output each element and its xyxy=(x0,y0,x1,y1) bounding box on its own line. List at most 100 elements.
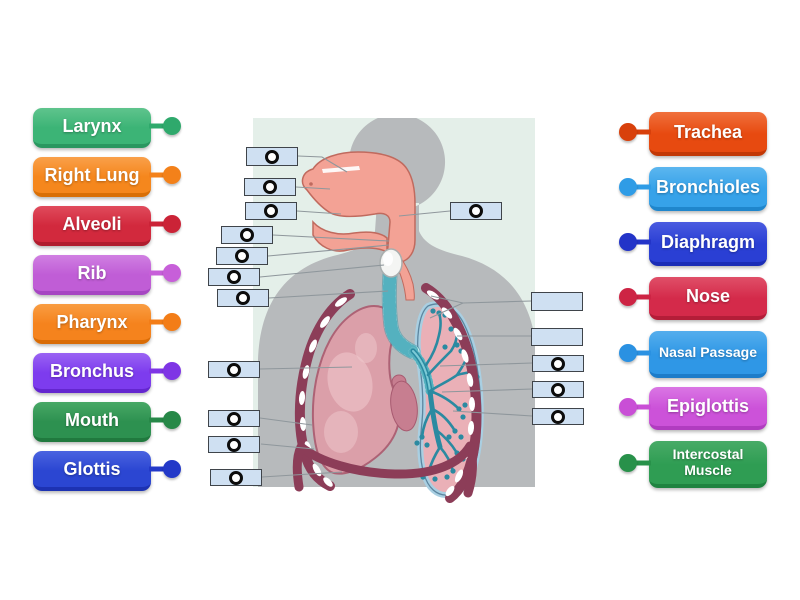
label-bronchioles[interactable]: Bronchioles xyxy=(619,167,767,211)
leader-line xyxy=(259,366,353,370)
leader-line xyxy=(398,210,451,217)
drop-zone-5[interactable] xyxy=(216,247,268,265)
connector-stem xyxy=(635,460,651,465)
drop-zone-11[interactable] xyxy=(208,436,260,453)
connector-dot xyxy=(163,264,181,282)
label-trachea[interactable]: Trachea xyxy=(619,112,767,156)
label-text: Right Lung xyxy=(44,164,140,185)
drop-zone-2[interactable] xyxy=(244,178,296,196)
drop-zone-3[interactable] xyxy=(245,202,297,220)
drop-zone-10[interactable] xyxy=(208,410,260,427)
label-intercostal-muscle[interactable]: Intercostal Muscle xyxy=(619,441,767,488)
label-text: Bronchus xyxy=(49,360,134,381)
nasal-cavity-shape xyxy=(301,151,416,263)
lung-texture xyxy=(355,333,377,363)
leader-line xyxy=(441,388,533,393)
connector-dot xyxy=(163,362,181,380)
hotspot-circle xyxy=(263,180,277,194)
leader-line xyxy=(259,417,313,426)
label-glottis[interactable]: Glottis xyxy=(33,451,181,491)
drop-zone-6[interactable] xyxy=(208,268,260,286)
hotspot-circle xyxy=(469,204,483,218)
label-text: Epiglottis xyxy=(667,396,749,417)
leader-line xyxy=(259,264,385,278)
connector-stem xyxy=(635,404,651,409)
drop-zone-7[interactable] xyxy=(217,289,269,307)
label-rib[interactable]: Rib xyxy=(33,255,181,295)
connector-stem xyxy=(149,270,165,276)
connector-dot xyxy=(163,460,181,478)
leader-line xyxy=(439,362,533,367)
connector-dot xyxy=(163,215,181,233)
label-nasal-passage[interactable]: Nasal Passage xyxy=(619,331,767,378)
connector-dot xyxy=(163,313,181,331)
label-text: Diaphragm xyxy=(660,231,756,252)
drop-zone-14[interactable] xyxy=(531,328,583,346)
connector-dot xyxy=(619,178,637,196)
label-alveoli[interactable]: Alveoli xyxy=(33,206,181,246)
leader-lines xyxy=(259,155,533,478)
label-pharynx[interactable]: Pharynx xyxy=(33,304,181,344)
heart xyxy=(390,374,418,432)
hotspot-circle xyxy=(227,437,241,452)
connector-stem xyxy=(635,129,651,135)
connector-stem xyxy=(635,350,651,355)
nasal-passage-slit xyxy=(322,166,360,173)
label-right-lung[interactable]: Right Lung xyxy=(33,157,181,197)
drop-zone-8[interactable] xyxy=(450,202,502,220)
connector-stem xyxy=(149,123,165,129)
connector-dot xyxy=(619,123,637,141)
leader-line xyxy=(260,443,315,450)
drop-zone-16[interactable] xyxy=(532,381,584,398)
connector-stem xyxy=(149,221,165,227)
label-epiglottis[interactable]: Epiglottis xyxy=(619,387,767,430)
leader-line xyxy=(295,186,331,190)
connector-stem xyxy=(149,172,165,178)
label-text: Pharynx xyxy=(56,311,128,332)
drop-zone-15[interactable] xyxy=(532,355,584,372)
hotspot-circle xyxy=(235,249,249,263)
hotspot-circle xyxy=(265,149,279,164)
connector-dot xyxy=(619,287,637,306)
hotspot-circle xyxy=(227,270,241,284)
label-diaphragm[interactable]: Diaphragm xyxy=(619,222,767,266)
label-larynx[interactable]: Larynx xyxy=(33,108,181,148)
hotspot-circle xyxy=(240,228,254,242)
drop-zone-4[interactable] xyxy=(221,226,273,244)
connector-dot xyxy=(619,397,637,416)
leader-line xyxy=(429,302,464,319)
drop-zone-9[interactable] xyxy=(208,361,260,378)
hotspot-circle xyxy=(227,362,241,377)
larynx-shape xyxy=(379,248,403,278)
leader-line xyxy=(268,290,389,299)
label-text: Trachea xyxy=(673,121,743,142)
drop-zone-1[interactable] xyxy=(246,147,298,166)
connector-dot xyxy=(163,411,181,429)
connector-dot xyxy=(619,453,637,472)
connector-dot xyxy=(163,117,181,135)
connector-dot xyxy=(619,343,637,362)
label-bronchus[interactable]: Bronchus xyxy=(33,353,181,393)
drop-zone-17[interactable] xyxy=(532,408,584,425)
label-text: Nasal Passage xyxy=(658,343,758,360)
leader-line xyxy=(452,410,533,417)
label-text: Alveoli xyxy=(62,213,122,234)
connector-stem xyxy=(149,368,165,374)
connector-dot xyxy=(163,166,181,184)
label-text: Larynx xyxy=(62,115,122,136)
connector-stem xyxy=(149,417,165,423)
drop-zone-13[interactable] xyxy=(531,292,583,311)
label-nose[interactable]: Nose xyxy=(619,277,767,320)
hotspot-circle xyxy=(229,470,243,485)
leader-line xyxy=(272,234,390,242)
connector-stem xyxy=(635,239,651,245)
hotspot-circle xyxy=(227,411,241,426)
leader-line xyxy=(296,210,342,215)
label-mouth[interactable]: Mouth xyxy=(33,402,181,442)
label-text: Mouth xyxy=(65,409,119,430)
drop-zone-12[interactable] xyxy=(210,469,262,486)
